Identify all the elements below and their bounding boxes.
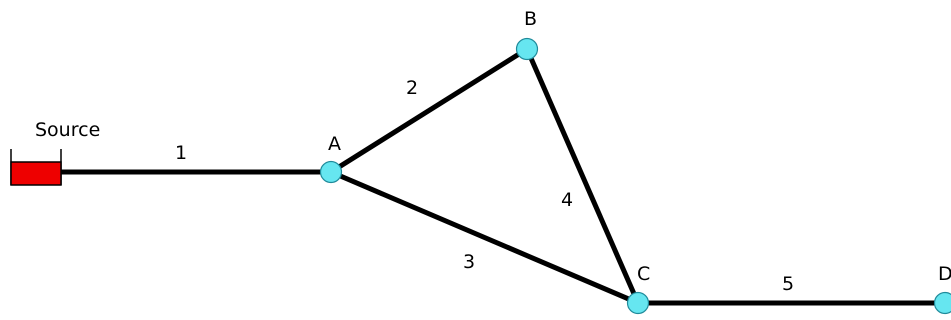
node-a-label: A [328,133,341,155]
link-5-label: 5 [782,273,794,295]
link-2-label: 2 [406,77,418,99]
node-d[interactable] [933,291,951,315]
node-a[interactable] [319,160,343,184]
link-2[interactable] [329,46,529,175]
link-3-label: 3 [463,251,475,273]
link-4[interactable] [524,47,641,305]
node-b[interactable] [515,37,539,61]
node-b-label: B [524,8,537,30]
source-tank-body [10,161,62,186]
link-4-label: 4 [561,189,573,211]
link-1-label: 1 [175,142,187,164]
source-label: Source [35,119,100,141]
link-3[interactable] [330,169,639,306]
source-tank[interactable] [10,149,62,186]
node-d-label: D [938,263,951,285]
node-c[interactable] [626,291,650,315]
node-c-label: C [637,263,650,285]
